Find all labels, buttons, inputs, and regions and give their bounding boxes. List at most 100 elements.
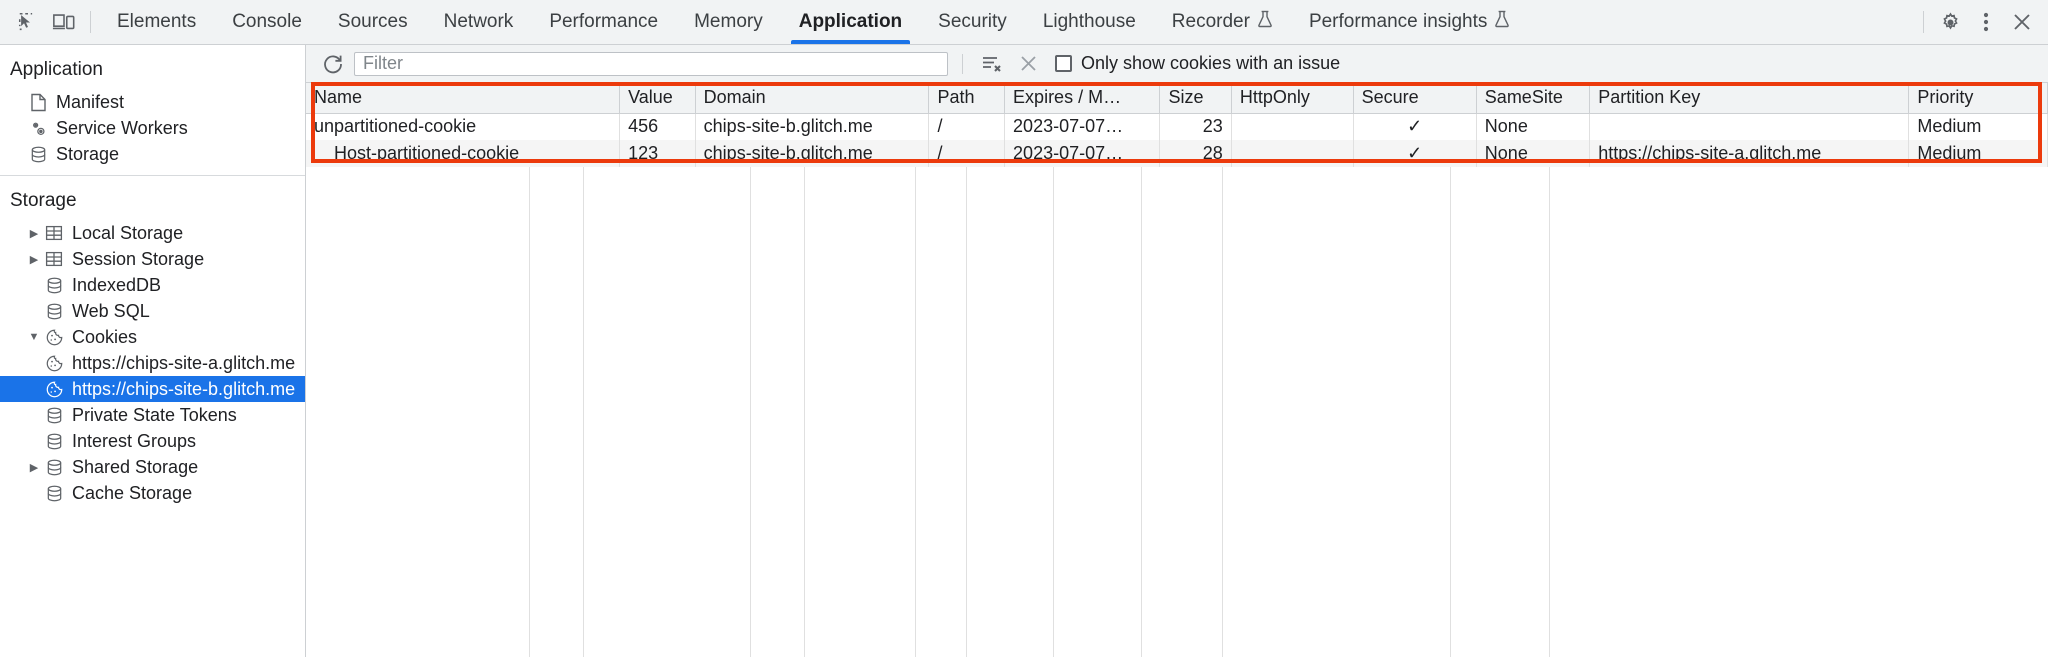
sidebar-item-local-storage[interactable]: ▶ Local Storage: [0, 220, 305, 246]
col-header-samesite[interactable]: SameSite: [1476, 83, 1591, 114]
more-options-icon[interactable]: [1968, 6, 2004, 38]
cell-secure: ✓: [1353, 140, 1477, 167]
tab-label: Performance: [549, 11, 659, 32]
application-sidebar: Application Manifest: [0, 45, 306, 657]
col-header-secure[interactable]: Secure: [1353, 83, 1477, 114]
inspect-element-icon[interactable]: [10, 6, 46, 38]
col-header-domain[interactable]: Domain: [695, 83, 930, 114]
sidebar-item-private-state-tokens[interactable]: ▶ Private State Tokens: [0, 402, 305, 428]
toolbar-divider-right: [1923, 11, 1924, 33]
sidebar-section-title-storage: Storage: [10, 190, 77, 211]
col-header-partition-key[interactable]: Partition Key: [1589, 83, 1910, 114]
cell-priority: Medium: [1908, 113, 2048, 140]
sidebar-item-label: Session Storage: [72, 248, 205, 269]
tab-performance[interactable]: Performance: [531, 0, 676, 44]
cookies-filter-bar: Filter Only show cookies with an: [306, 45, 2048, 83]
cookie-icon: [42, 354, 66, 373]
cell-size: 23: [1159, 113, 1232, 140]
empty-grid-column: [1142, 167, 1223, 657]
only-issues-checkbox[interactable]: [1055, 55, 1072, 72]
filter-input[interactable]: Filter: [354, 51, 948, 76]
cell-httponly: [1231, 113, 1354, 140]
close-devtools-icon[interactable]: [2004, 6, 2040, 38]
toolbar-divider: [90, 11, 91, 33]
storage-database-icon: [26, 145, 50, 164]
cell-httponly: [1231, 140, 1354, 167]
tab-performance-insights[interactable]: Performance insights: [1291, 0, 1528, 44]
database-icon: [42, 484, 66, 503]
cell-name: __Host-partitioned-cookie: [306, 140, 621, 167]
sidebar-item-label: Private State Tokens: [72, 404, 237, 425]
sidebar-item-cache-storage[interactable]: ▶ Cache Storage: [0, 480, 305, 506]
table-row[interactable]: __Host-partitioned-cookie 123 chips-site…: [306, 140, 2048, 167]
sidebar-item-shared-storage[interactable]: ▶ Shared Storage: [0, 454, 305, 480]
cookies-panel: Filter Only show cookies with an: [306, 45, 2048, 657]
device-toolbar-icon[interactable]: [46, 6, 82, 38]
cell-path: /: [928, 113, 1006, 140]
tab-security[interactable]: Security: [920, 0, 1025, 44]
sidebar-item-label: https://chips-site-a.glitch.me: [72, 352, 296, 373]
sidebar-group-storage: Storage ▶ Local Storage ▶: [0, 175, 305, 514]
only-issues-checkbox-wrap[interactable]: Only show cookies with an issue: [1055, 53, 1340, 74]
sidebar-item-web-sql[interactable]: ▶ Web SQL: [0, 298, 305, 324]
database-icon: [42, 458, 66, 477]
cell-samesite: None: [1476, 140, 1591, 167]
sidebar-item-label: Manifest: [56, 91, 125, 112]
settings-gear-icon[interactable]: [1932, 6, 1968, 38]
clear-filtered-cookies-icon[interactable]: [977, 51, 1007, 77]
sidebar-item-service-workers[interactable]: Service Workers: [0, 115, 305, 141]
sidebar-item-manifest[interactable]: Manifest: [0, 89, 305, 115]
col-header-path[interactable]: Path: [928, 83, 1006, 114]
tab-console[interactable]: Console: [214, 0, 320, 44]
tab-label: Recorder: [1171, 11, 1250, 32]
sidebar-item-label: Web SQL: [72, 300, 150, 321]
chevron-right-icon[interactable]: ▶: [29, 461, 39, 474]
col-header-priority[interactable]: Priority: [1908, 83, 2048, 114]
sidebar-item-storage[interactable]: Storage: [0, 141, 305, 167]
col-header-size[interactable]: Size: [1159, 83, 1232, 114]
tab-sources[interactable]: Sources: [320, 0, 426, 44]
tab-network[interactable]: Network: [426, 0, 532, 44]
cell-domain: chips-site-b.glitch.me: [695, 113, 930, 140]
sidebar-item-session-storage[interactable]: ▶ Session Storage: [0, 246, 305, 272]
tab-label: Console: [232, 11, 302, 32]
sidebar-item-interest-groups[interactable]: ▶ Interest Groups: [0, 428, 305, 454]
tab-memory[interactable]: Memory: [676, 0, 781, 44]
database-icon: [42, 302, 66, 321]
cookie-icon: [42, 328, 66, 347]
empty-grid-column: [751, 167, 805, 657]
empty-grid-column: [967, 167, 1054, 657]
chevron-right-icon[interactable]: ▶: [29, 253, 39, 266]
tab-lighthouse[interactable]: Lighthouse: [1025, 0, 1154, 44]
col-header-name[interactable]: Name: [306, 83, 621, 114]
tab-application[interactable]: Application: [781, 0, 920, 44]
sidebar-item-cookies[interactable]: ▼ Cookies: [0, 324, 305, 350]
empty-grid-column: [805, 167, 916, 657]
experiment-flask-icon: [1257, 10, 1273, 34]
cell-expires: 2023-07-07…: [1004, 113, 1161, 140]
col-header-value[interactable]: Value: [619, 83, 696, 114]
table-row[interactable]: unpartitioned-cookie 456 chips-site-b.gl…: [306, 113, 2048, 140]
sidebar-item-indexeddb[interactable]: ▶ IndexedDB: [0, 272, 305, 298]
chevron-down-icon[interactable]: ▼: [28, 331, 40, 343]
refresh-icon[interactable]: [318, 51, 348, 77]
sidebar-item-label: Shared Storage: [72, 456, 199, 477]
col-header-httponly[interactable]: HttpOnly: [1231, 83, 1354, 114]
devtools-body: Application Manifest: [0, 45, 2048, 657]
col-header-expires[interactable]: Expires / M…: [1004, 83, 1161, 114]
sidebar-item-cookies-chips-site-b[interactable]: https://chips-site-b.glitch.me: [0, 376, 305, 402]
sidebar-item-label: https://chips-site-b.glitch.me: [72, 378, 296, 399]
tab-recorder[interactable]: Recorder: [1154, 0, 1291, 44]
tab-elements[interactable]: Elements: [99, 0, 214, 44]
sidebar-item-label: Storage: [56, 143, 120, 164]
manifest-document-icon: [26, 93, 50, 112]
clear-all-cookies-icon[interactable]: [1013, 51, 1043, 77]
chevron-right-icon[interactable]: ▶: [29, 227, 39, 240]
tab-label: Lighthouse: [1042, 11, 1136, 32]
empty-grid-column: [916, 167, 967, 657]
sidebar-item-cookies-chips-site-a[interactable]: https://chips-site-a.glitch.me: [0, 350, 305, 376]
cell-domain: chips-site-b.glitch.me: [695, 140, 930, 167]
cell-secure: ✓: [1353, 113, 1477, 140]
cell-name: unpartitioned-cookie: [306, 113, 621, 140]
